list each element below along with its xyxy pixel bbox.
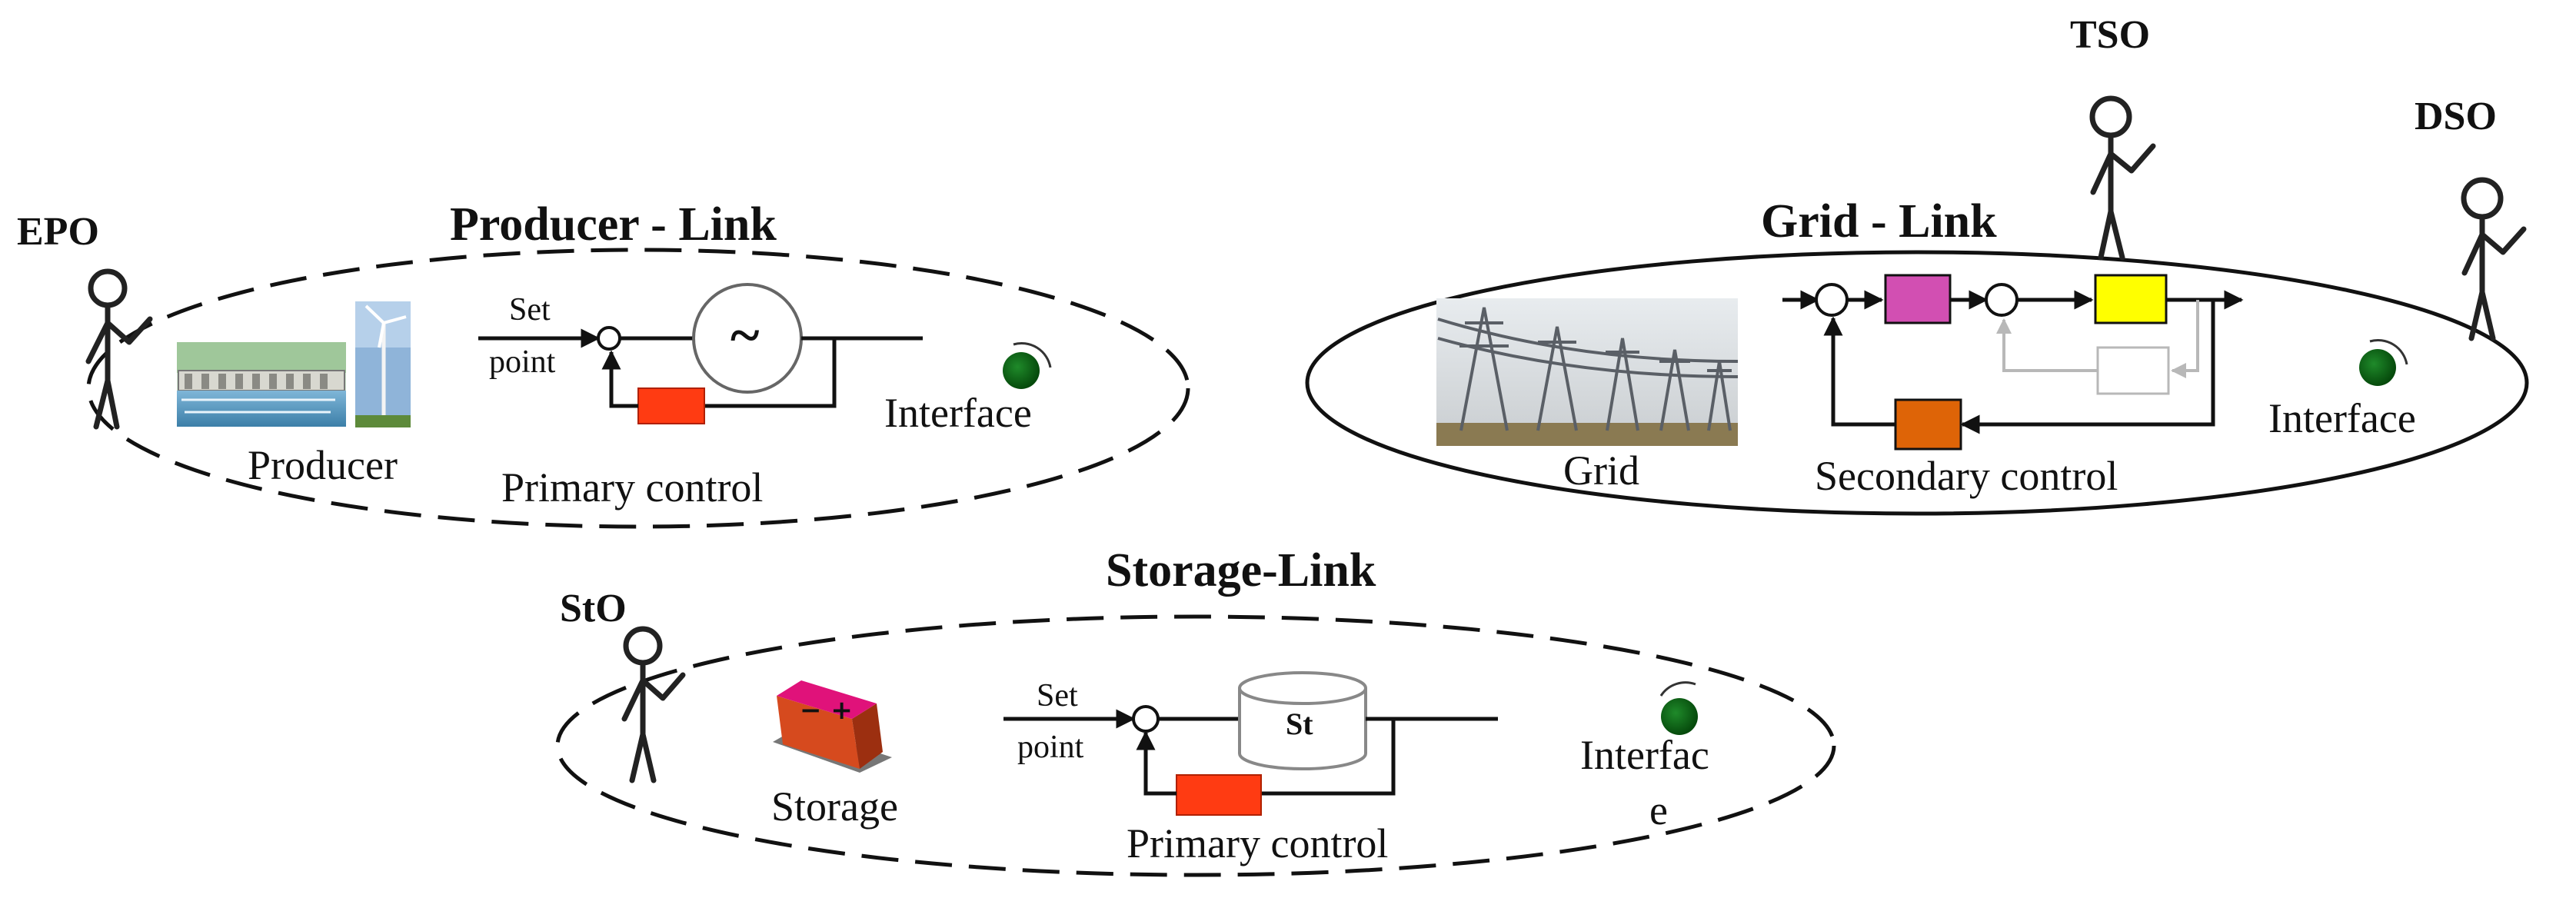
storage-link-boundary: [555, 614, 1836, 877]
producer-interface-indicator: [1003, 342, 1052, 389]
storage-link-title: Storage-Link: [1106, 544, 1376, 597]
secondary-controller-block: [1884, 274, 1952, 324]
grid-link-boundary: [1305, 250, 2529, 516]
setpoint-label-line2: point: [489, 344, 556, 380]
summing-junction-inner: [1985, 283, 2019, 317]
storage-control-label: Primary control: [1127, 820, 1388, 866]
producer-link: Producer - Link Producer: [17, 198, 1190, 529]
sto-actor-figure: [621, 626, 686, 783]
svg-text:− +: − +: [800, 695, 853, 726]
grid-interface-indicator: [2359, 339, 2408, 386]
storage-interface-indicator: [1659, 681, 1698, 735]
producer-link-boundary: [86, 248, 1190, 529]
producer-interface-label: Interface: [884, 390, 1032, 436]
tso-actor-label: TSO: [2070, 13, 2150, 57]
storage-link: Storage-Link − + Storage Set point St: [555, 544, 1836, 877]
storage-unit-label: St: [1286, 707, 1313, 741]
summing-junction-outer: [1815, 283, 1849, 317]
producer-link-title: Producer - Link: [450, 198, 777, 251]
grid-label: Grid: [1563, 447, 1639, 494]
plant-block: [2094, 274, 2168, 324]
grid-interface-label: Interface: [2268, 395, 2416, 441]
summing-junction: [597, 326, 621, 351]
storage-interface-label-line1: Interfac: [1580, 732, 1709, 778]
setpoint-label-line1: Set: [509, 292, 551, 328]
dso-actor-figure: [2461, 177, 2527, 341]
epo-actor-label: EPO: [17, 210, 99, 254]
secondary-feedback-block: [1894, 398, 1962, 451]
storage-label: Storage: [771, 783, 898, 830]
storage-interface-label-line2: e: [1649, 787, 1668, 833]
storage-image: − +: [773, 680, 892, 773]
storage-unit-symbol: [1238, 671, 1367, 770]
primary-controller-block: [637, 387, 705, 424]
storage-setpoint-label-line1: Set: [1037, 678, 1078, 713]
storage-summing-junction: [1132, 705, 1160, 733]
epo-actor-figure: [85, 268, 153, 430]
grid-link-title: Grid - Link: [1761, 195, 1997, 248]
tso-actor-figure: [2089, 95, 2156, 261]
generator-tilde: ~: [731, 304, 759, 366]
producer-label: Producer: [248, 442, 398, 488]
producer-primary-control-loop: [478, 283, 923, 424]
storage-primary-controller-block: [1176, 774, 1262, 816]
grid-link: Grid - Link Grid: [1305, 13, 2529, 516]
grid-image: [1436, 298, 1739, 446]
sto-actor-label: StO: [560, 587, 627, 630]
producer-control-label: Primary control: [501, 464, 763, 511]
grid-control-label: Secondary control: [1815, 453, 2118, 499]
inner-controller-block: [2096, 346, 2170, 395]
grid-secondary-control-loop: [1782, 274, 2244, 451]
storage-setpoint-label-line2: point: [1017, 730, 1084, 765]
producer-image: [177, 301, 411, 427]
storage-primary-control-loop: [1003, 671, 1498, 816]
dso-actor-label: DSO: [2415, 95, 2497, 138]
